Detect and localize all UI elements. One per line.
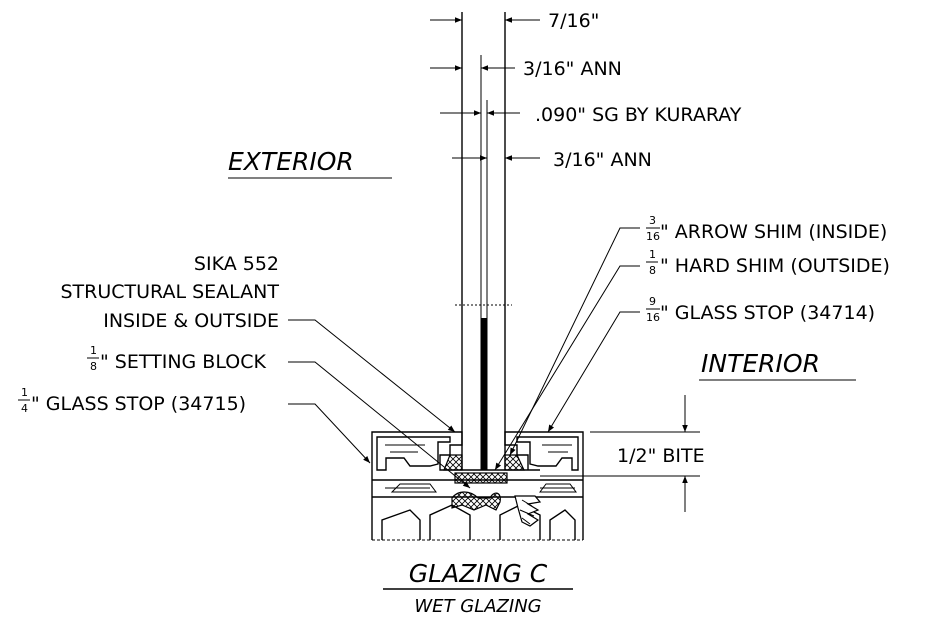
arrow-shim-frac-num: 3 — [649, 214, 656, 227]
hard-shim-label: " HARD SHIM (OUTSIDE) — [660, 255, 890, 277]
glass-stop-right-frac-num: 9 — [649, 295, 656, 308]
exterior-label: EXTERIOR — [228, 147, 354, 176]
drawing-subtitle: WET GLAZING — [414, 596, 541, 617]
setting-block-frac-den: 8 — [90, 360, 97, 373]
drawing-title: GLAZING C — [409, 559, 548, 588]
dim-sg-kuraray: .090" SG BY KURARAY — [535, 104, 742, 126]
interlayer-sg — [481, 318, 487, 470]
arrow-shim-label: " ARROW SHIM (INSIDE) — [660, 221, 887, 243]
setting-block — [454, 472, 508, 484]
glass-stop-left-frac-num: 1 — [21, 386, 28, 399]
glass-stop-right-label: " GLASS STOP (34714) — [660, 302, 875, 324]
dim-3-16-ann-bottom: 3/16" ANN — [553, 149, 652, 171]
spring-gasket-right — [514, 495, 542, 527]
glass-stop-right-frac-den: 16 — [646, 311, 660, 324]
setting-block-label: " SETTING BLOCK — [100, 351, 266, 373]
sealant-line-1: SIKA 552 — [194, 253, 279, 275]
interior-label: INTERIOR — [701, 349, 820, 378]
glass-stop-left-frac-den: 4 — [21, 402, 28, 415]
hard-shim-frac-den: 8 — [649, 264, 656, 277]
hard-shim-frac-num: 1 — [649, 248, 656, 261]
sealant-exterior — [443, 454, 463, 471]
dim-3-16-ann-top: 3/16" ANN — [523, 58, 622, 80]
dimension-group — [430, 17, 540, 161]
glass-assembly — [455, 12, 512, 470]
sealant-line-3: INSIDE & OUTSIDE — [103, 310, 279, 332]
dim-7-16: 7/16" — [548, 10, 599, 32]
sealant-interior — [504, 454, 525, 471]
glass-stop-left-label: " GLASS STOP (34715) — [31, 393, 246, 415]
bite-label: 1/2" BITE — [617, 445, 705, 467]
gasket-left — [451, 491, 501, 511]
arrow-shim-frac-den: 16 — [646, 230, 660, 243]
setting-block-frac-num: 1 — [90, 344, 97, 357]
frame-section — [371, 431, 584, 541]
sealant-line-2: STRUCTURAL SEALANT — [60, 281, 279, 303]
